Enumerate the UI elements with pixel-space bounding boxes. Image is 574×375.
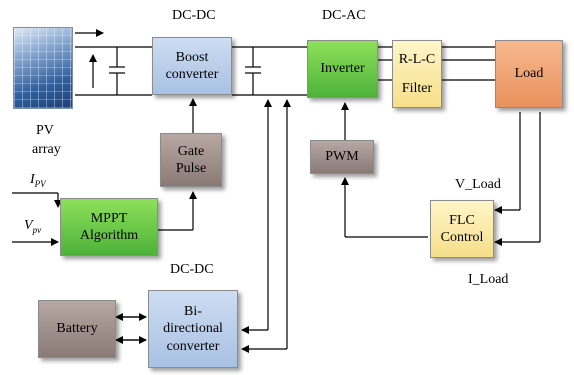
- rlc-filter-block: R-L-C Filter: [392, 40, 442, 108]
- pv-array-label-line2: array: [32, 142, 61, 158]
- boost-line2: converter: [166, 66, 219, 84]
- gate-line1: Gate: [178, 143, 204, 161]
- flc-control-block: FLC Control: [430, 200, 494, 258]
- battery-label: Battery: [56, 320, 97, 338]
- dcdc-bottom-label: DC-DC: [170, 262, 214, 278]
- i-load-label: I_Load: [468, 272, 508, 288]
- boost-line1: Boost: [176, 49, 209, 67]
- filter-line1: R-L-C: [399, 51, 436, 69]
- bidir-line2: directional: [163, 320, 223, 338]
- flc-line1: FLC: [449, 212, 475, 230]
- pwm-block: PWM: [310, 140, 374, 174]
- pwm-label: PWM: [325, 148, 358, 166]
- mppt-line2: Algorithm: [80, 227, 138, 245]
- dcdc-top-label: DC-DC: [172, 8, 216, 24]
- flc-line2: Control: [441, 229, 484, 247]
- load-block: Load: [495, 40, 563, 108]
- inverter-block: Inverter: [307, 40, 378, 98]
- bidir-line3: converter: [167, 338, 220, 356]
- solar-building-icon: [13, 27, 73, 109]
- v-load-label: V_Load: [455, 177, 501, 193]
- vpv-label: Vpv: [24, 218, 41, 235]
- mppt-algorithm-block: MPPT Algorithm: [60, 198, 158, 256]
- bidirectional-converter-block: Bi- directional converter: [148, 290, 238, 368]
- gate-pulse-block: Gate Pulse: [160, 133, 222, 187]
- inverter-label: Inverter: [320, 60, 364, 78]
- dcac-label: DC-AC: [322, 8, 366, 24]
- load-label: Load: [515, 65, 544, 83]
- filter-line2: Filter: [402, 80, 432, 98]
- boost-converter-block: Boost converter: [152, 37, 232, 95]
- ipv-label: IPV: [30, 172, 46, 189]
- gate-line2: Pulse: [176, 160, 206, 178]
- mppt-line1: MPPT: [91, 210, 128, 228]
- bidir-line1: Bi-: [184, 303, 202, 321]
- pv-array-label-line1: PV: [36, 123, 54, 139]
- battery-block: Battery: [38, 300, 116, 358]
